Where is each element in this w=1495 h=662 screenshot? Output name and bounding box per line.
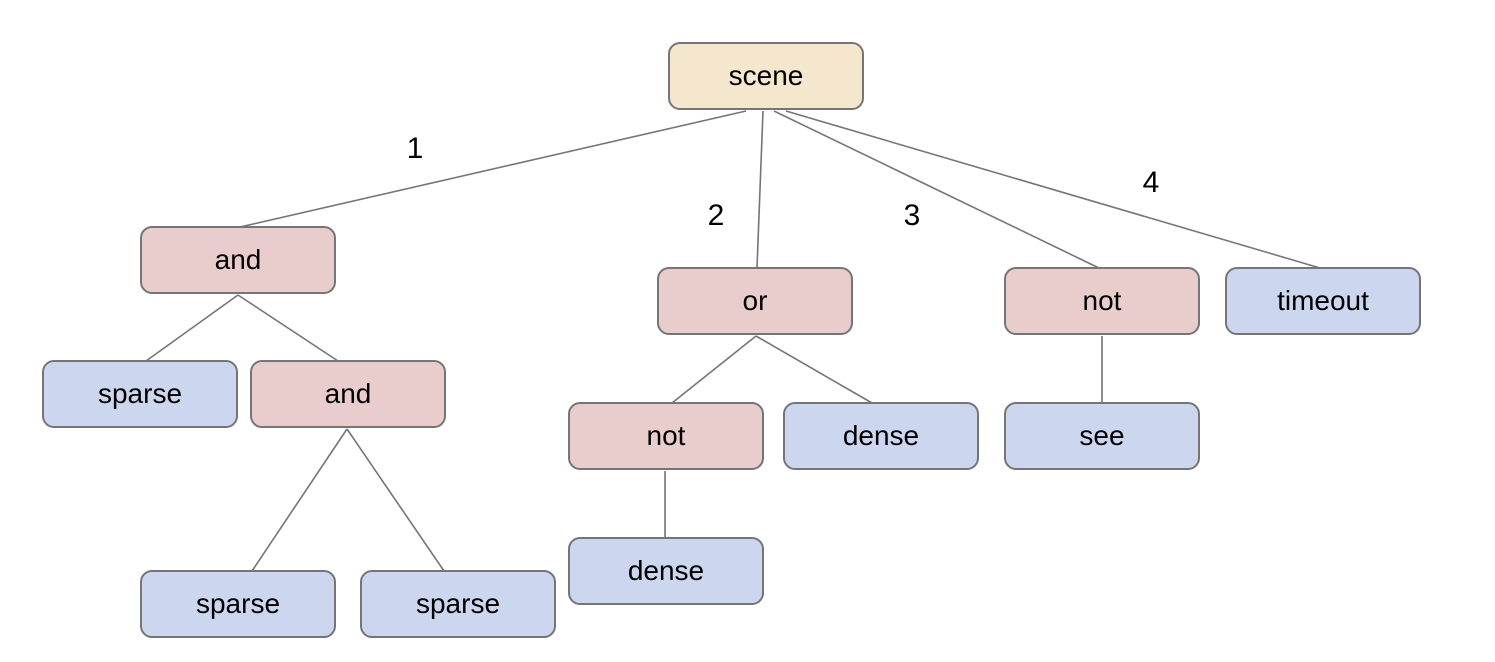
node-dense-2: dense xyxy=(568,537,764,605)
edge-scene-timeout xyxy=(785,110,1321,269)
node-not-2: not xyxy=(568,402,764,470)
edge-and-sparse xyxy=(145,294,239,362)
edge-scene-or xyxy=(756,110,764,269)
edge-label-4: 4 xyxy=(1142,166,1160,199)
node-dense-1: dense xyxy=(783,402,979,470)
edge-or-not2 xyxy=(671,335,757,404)
node-scene: scene xyxy=(668,42,864,110)
edge-or-dense xyxy=(755,335,873,404)
edge-label-1: 1 xyxy=(406,132,424,165)
edge-scene-not xyxy=(773,110,1100,269)
node-sparse-3: sparse xyxy=(360,570,556,638)
node-not-1: not xyxy=(1004,267,1200,335)
edge-and2-sparse3 xyxy=(346,428,445,572)
node-see: see xyxy=(1004,402,1200,470)
node-or-1: or xyxy=(657,267,853,335)
node-and-2: and xyxy=(250,360,446,428)
node-sparse-2: sparse xyxy=(140,570,336,638)
edge-and2-sparse2 xyxy=(251,428,348,572)
edge-label-2: 2 xyxy=(707,199,725,232)
node-timeout: timeout xyxy=(1225,267,1421,335)
edge-and-and2 xyxy=(237,294,339,362)
node-and-1: and xyxy=(140,226,336,294)
node-sparse-1: sparse xyxy=(42,360,238,428)
edge-label-3: 3 xyxy=(903,199,921,232)
edge-scene-and xyxy=(239,110,747,228)
